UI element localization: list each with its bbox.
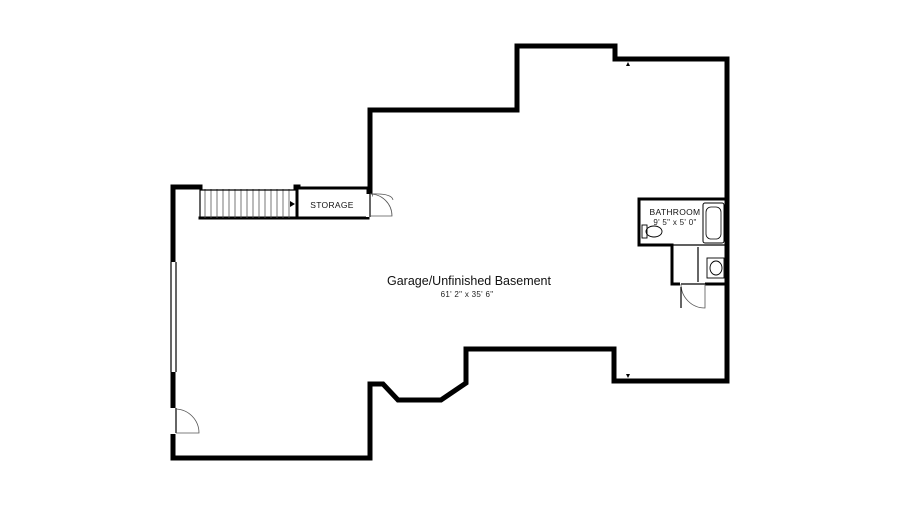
toilet-icon [641,224,663,239]
exterior-wall-main [170,43,730,461]
exterior-walls [170,43,730,461]
wall-ticks [626,62,630,378]
staircase [198,189,300,220]
bathtub-icon [702,202,725,244]
bathroom-dimensions: 9' 5" x 5' 0" [653,218,696,227]
exterior-door-left [170,408,200,434]
main-room-dimensions: 61' 2" x 35' 6" [441,290,494,299]
sink-icon [706,257,725,279]
main-room-label: Garage/Unfinished Basement [387,274,552,288]
bathroom-label: BATHROOM [650,207,701,217]
stair-arrow-icon [290,201,295,207]
bathroom-room [637,197,729,309]
left-wall-window [170,262,177,372]
storage-label: STORAGE [310,200,354,210]
storage-room [295,186,394,220]
